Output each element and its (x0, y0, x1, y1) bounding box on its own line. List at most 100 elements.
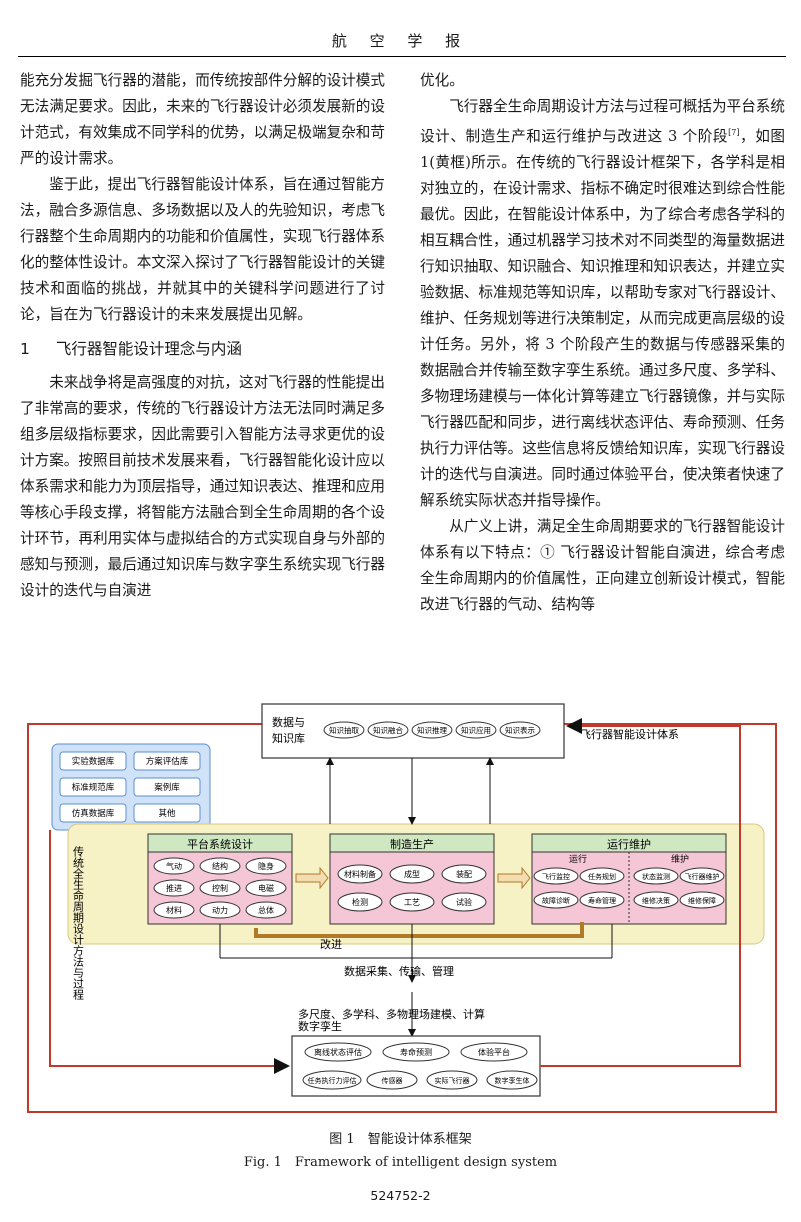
oval-label: 任务规划 (588, 872, 616, 881)
library-box (133, 803, 201, 823)
oval-node (367, 721, 409, 739)
oval-label: 知识抽取 (329, 725, 359, 735)
oval-label: 结构 (212, 861, 228, 871)
oval-node (579, 867, 625, 885)
oval-label: 知识融合 (373, 725, 403, 735)
oval-node (633, 891, 679, 909)
oval-label: 总体 (258, 905, 274, 915)
section-number: 1 (20, 340, 30, 358)
oval-node (679, 867, 725, 885)
oval-label: 成型 (404, 869, 420, 879)
library-label: 标准规范库 (72, 782, 115, 793)
library-box (59, 751, 127, 771)
oval-node (389, 864, 435, 884)
oval-node (426, 1070, 478, 1090)
oval-node (199, 901, 241, 919)
oval-label: 离线状态评估 (314, 1047, 362, 1057)
oval-label: 电磁 (258, 883, 274, 893)
section-title: 飞行器智能设计理念与内涵 (55, 340, 242, 358)
arrow-2-3 (497, 866, 531, 890)
right-column: 优化。 飞行器全生命周期设计方法与过程可概括为平台系统设计、制造生产和运行维护与… (420, 68, 785, 618)
library-label: 方案评估库 (146, 756, 189, 767)
oval-label: 传感器 (382, 1076, 403, 1085)
oval-label: 维修保障 (688, 896, 716, 905)
oval-node (245, 857, 287, 875)
oval-node (486, 1070, 538, 1090)
oval-node (679, 891, 725, 909)
oval-label: 实际飞行器 (435, 1076, 470, 1085)
oval-label: 知识表示 (505, 725, 535, 735)
oval-label: 气动 (166, 861, 182, 871)
stage3-left: 运行 (569, 853, 587, 865)
oval-node (441, 892, 487, 912)
data-flow-label: 数据采集、传输、管理 (344, 964, 454, 978)
header-rule (18, 56, 786, 57)
oval-node (337, 864, 383, 884)
oval-label: 飞行监控 (542, 872, 570, 881)
oval-label: 试验 (456, 897, 472, 907)
oval-label: 材料制备 (344, 869, 376, 879)
oval-node (366, 1070, 418, 1090)
oval-node (499, 721, 541, 739)
citation[interactable]: [7] (728, 128, 740, 137)
oval-node (411, 721, 453, 739)
oval-label: 动力 (212, 905, 228, 915)
oval-label: 状态监测 (642, 872, 670, 881)
twin-items-group: 离线状态评估寿命预测体验平台任务执行力评估传感器实际飞行器数字孪生体 (302, 1042, 538, 1090)
oval-node (533, 891, 579, 909)
oval-node (337, 892, 383, 912)
oval-label: 装配 (456, 869, 472, 879)
caption-cn: 图 1 智能设计体系框架 (329, 1132, 472, 1147)
traditional-label: 传统全生命周期设计方法与过程 (72, 846, 85, 1001)
paragraph: 飞行器全生命周期设计方法与过程可概括为平台系统设计、制造生产和运行维护与改进这 … (420, 98, 785, 509)
stage3-right: 维护 (671, 853, 689, 865)
paragraph: 优化。 (420, 72, 464, 89)
oval-node (455, 721, 497, 739)
oval-label: 推进 (166, 883, 182, 893)
figure-framework: 数据与 知识抽取知识融合知识推理知识应用知识表示 飞行器智能设计体系 实验数据库… (27, 703, 777, 1113)
oval-label: 材料 (166, 905, 182, 915)
oval-node (382, 1042, 450, 1062)
paragraph: 未来战争将是高强度的对抗，这对飞行器的性能提出了非常高的要求，传统的飞行器设计方… (20, 374, 385, 599)
oval-label: 飞行器维护 (685, 872, 720, 881)
oval-label: 隐身 (258, 861, 274, 871)
oval-label: 任务执行力评估 (308, 1076, 357, 1085)
left-column: 能充分发掘飞行器的潜能，而传统按部件分解的设计模式无法满足要求。因此，未来的飞行… (20, 68, 385, 604)
library-box (59, 803, 127, 823)
improve-arrow (254, 922, 584, 938)
oval-node (441, 864, 487, 884)
oval-node (245, 901, 287, 919)
oval-label: 检测 (352, 897, 368, 907)
library-box (133, 777, 201, 797)
oval-label: 工艺 (404, 898, 420, 907)
library-box (133, 751, 201, 771)
kb-title-2: 知识库 (272, 731, 305, 745)
paragraph: 从广义上讲，满足全生命周期要求的飞行器智能设计体系有以下特点：① 飞行器设计智能… (420, 517, 785, 613)
oval-label: 体验平台 (478, 1047, 510, 1057)
library-label: 其他 (158, 808, 176, 819)
oval-node (302, 1070, 362, 1090)
oval-label: 寿命预测 (400, 1047, 432, 1057)
stage2-title: 制造生产 (390, 837, 434, 851)
caption-en: Fig. 1 Framework of intelligent design s… (243, 1155, 558, 1170)
oval-node (304, 1042, 372, 1062)
oval-label: 知识应用 (461, 725, 491, 735)
oval-node (153, 901, 195, 919)
oval-label: 寿命管理 (588, 896, 616, 905)
oval-node (460, 1042, 528, 1062)
kb-ops-group: 知识抽取 知识融合 知识推理 知识应用 知识表示 (323, 721, 541, 739)
oval-node (199, 857, 241, 875)
library-label: 实验数据库 (72, 756, 115, 767)
library-label: 仿真数据库 (72, 808, 115, 819)
oval-label: 故障诊断 (542, 896, 570, 905)
oval-label: 知识推理 (417, 725, 447, 735)
oval-node (579, 891, 625, 909)
oval-node (323, 721, 365, 739)
library-box (59, 777, 127, 797)
stage-items-group: 气动结构隐身推进控制电磁材料动力总体材料制备成型装配检测工艺试验飞行监控任务规划… (153, 857, 725, 919)
library-label: 案例库 (154, 782, 180, 793)
oval-node (533, 867, 579, 885)
journal-header: 航 空 学 报 (331, 32, 470, 50)
stage3-title: 运行维护 (607, 837, 651, 851)
